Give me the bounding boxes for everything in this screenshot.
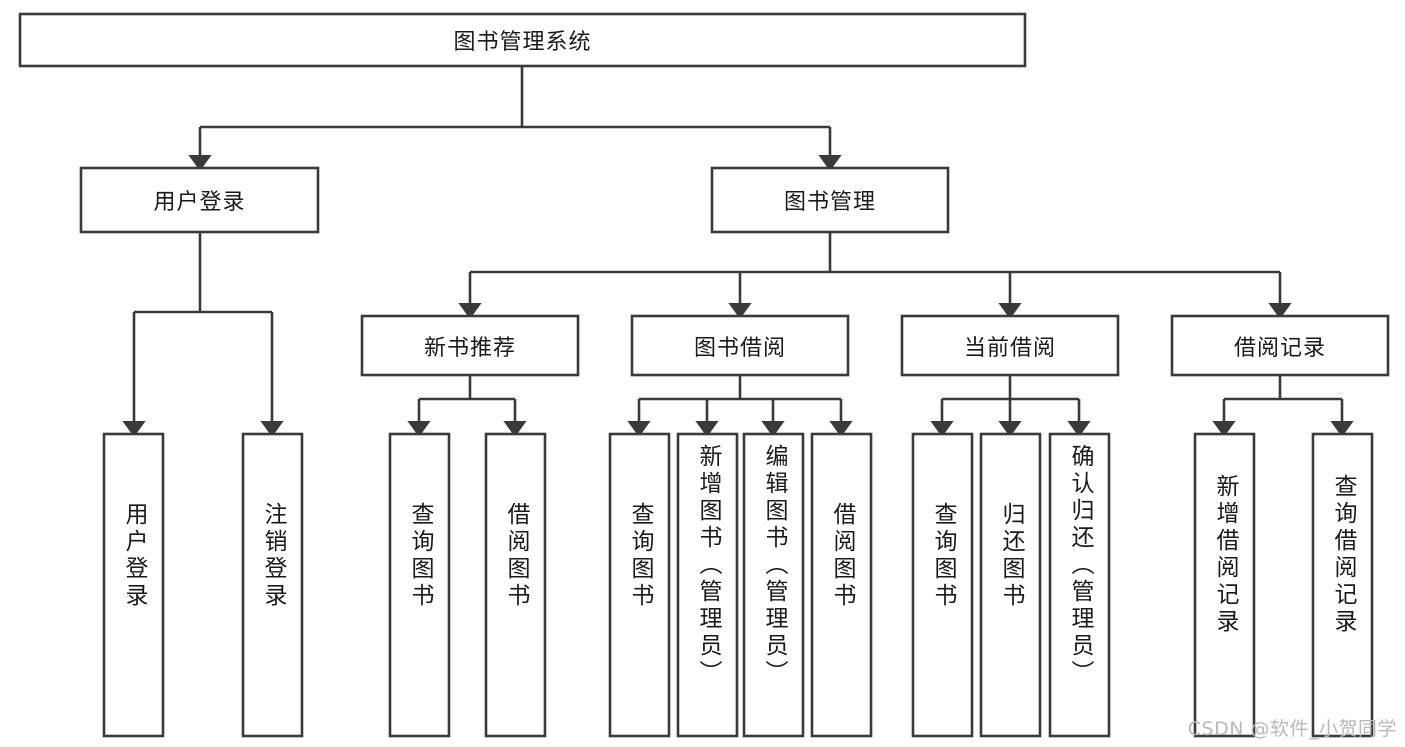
node-leaf-query-record[interactable]: [1311, 432, 1374, 738]
node-root[interactable]: [18, 12, 1027, 68]
node-leaf-borrow-book-2[interactable]: [810, 432, 873, 738]
connector-new-book-recommend-to-leaves: [407, 375, 527, 437]
node-leaf-confirm-return[interactable]: [1048, 432, 1111, 738]
node-book-borrow[interactable]: [630, 314, 850, 377]
node-leaf-borrow-book-1[interactable]: [484, 432, 547, 738]
connector-borrow-record-to-leaves: [1212, 375, 1354, 437]
connector-book-manage-to-level3: [458, 232, 1292, 319]
node-borrow-record[interactable]: [1170, 314, 1390, 377]
connector-book-borrow-to-leaves: [627, 375, 853, 437]
node-leaf-add-record[interactable]: [1193, 432, 1256, 738]
node-user-login[interactable]: [79, 166, 320, 234]
node-leaf-query-book-3[interactable]: [911, 432, 974, 738]
node-leaf-query-book-2[interactable]: [608, 432, 671, 738]
node-current-borrow[interactable]: [900, 314, 1120, 377]
node-leaf-edit-book[interactable]: [742, 432, 805, 738]
csdn-watermark: CSDN @软件_小贺同学: [1187, 718, 1397, 740]
node-leaf-logout-login[interactable]: [241, 432, 304, 738]
node-new-book-recommend[interactable]: [360, 314, 580, 377]
connector-user-login-to-leaves: [122, 232, 284, 437]
node-book-manage[interactable]: [710, 166, 950, 234]
node-leaf-add-book[interactable]: [676, 432, 739, 738]
connector-root-to-level2: [188, 66, 842, 171]
node-leaf-user-login[interactable]: [102, 432, 165, 738]
node-leaf-query-book-1[interactable]: [388, 432, 451, 738]
node-leaf-return-book[interactable]: [979, 432, 1042, 738]
connector-current-borrow-to-leaves: [930, 375, 1091, 437]
